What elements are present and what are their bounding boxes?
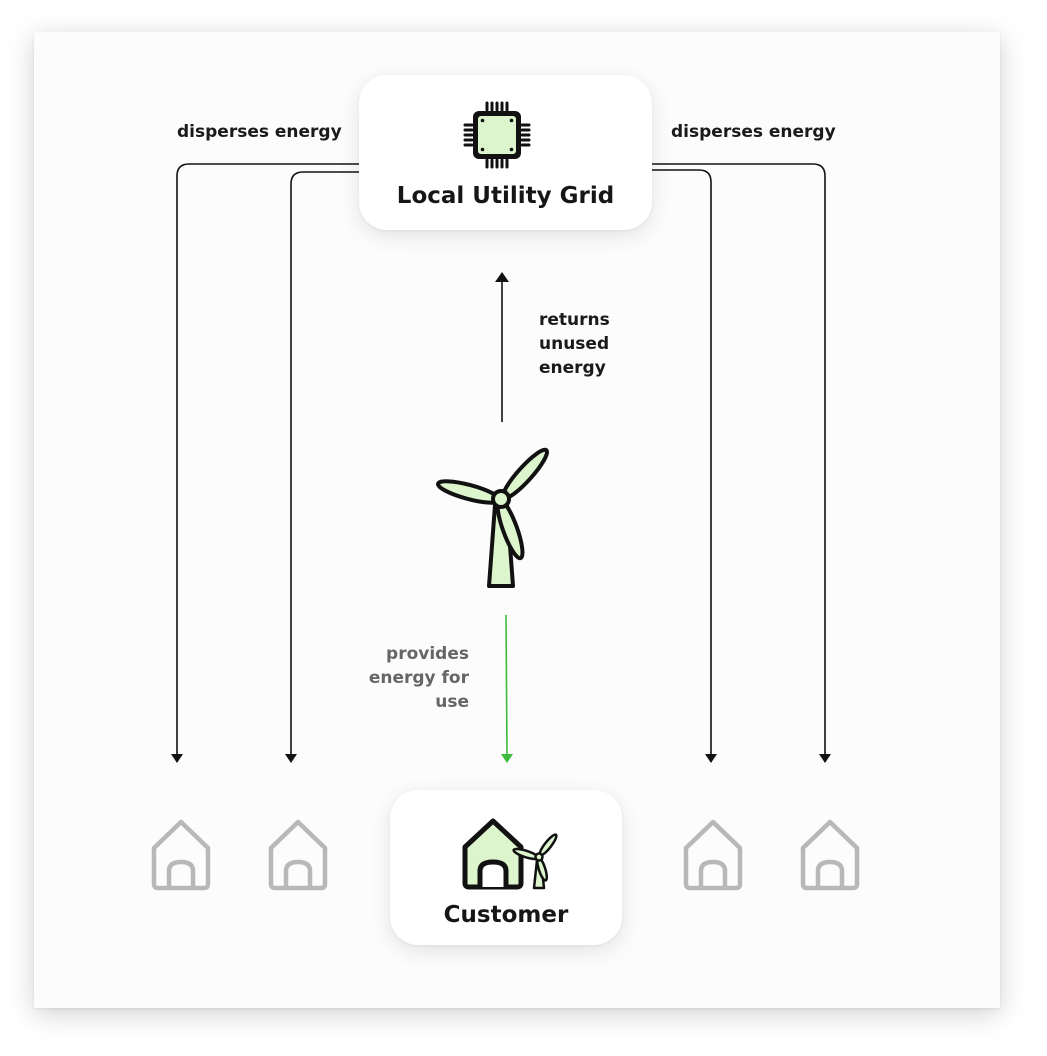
connector-layer (171, 163, 831, 763)
node-title: Local Utility Grid (396, 183, 615, 209)
label-line: energy for (368, 668, 469, 688)
disperse-line-right-inner (652, 169, 712, 754)
arrowhead (819, 754, 831, 763)
node-title: Customer (443, 902, 569, 928)
provide-line (505, 614, 508, 755)
arrowhead (171, 754, 183, 763)
wind-turbine-icon (436, 447, 550, 588)
local-utility-grid-node: Local Utility Grid (359, 75, 652, 230)
disperse-line-left-inner (290, 171, 359, 754)
label-line: unused (539, 334, 610, 354)
label-line: returns (539, 310, 610, 330)
disperses-energy-label-left: disperses energy (177, 122, 342, 142)
label-line: energy (539, 358, 606, 378)
house-icon (151, 819, 211, 891)
disperse-line-left-outer (176, 163, 359, 754)
microchip-icon (463, 101, 531, 169)
disperse-line-right-outer (652, 163, 826, 754)
house-icon (268, 819, 328, 891)
customer-node: Customer (390, 790, 622, 945)
arrowhead (501, 754, 513, 763)
house-icon (800, 819, 860, 891)
arrowhead (285, 754, 297, 763)
diagram-canvas: disperses energy disperses energy return… (34, 32, 1000, 1008)
label-line: provides (386, 644, 469, 664)
label-line: use (435, 692, 469, 712)
house-icon (683, 819, 743, 891)
returns-unused-energy-label: returns unused energy (539, 308, 610, 380)
arrowhead (495, 272, 509, 282)
house-with-turbine-icon (462, 818, 558, 890)
disperses-energy-label-right: disperses energy (671, 122, 836, 142)
arrowhead (705, 754, 717, 763)
provides-energy-label: provides energy for use (354, 642, 469, 714)
